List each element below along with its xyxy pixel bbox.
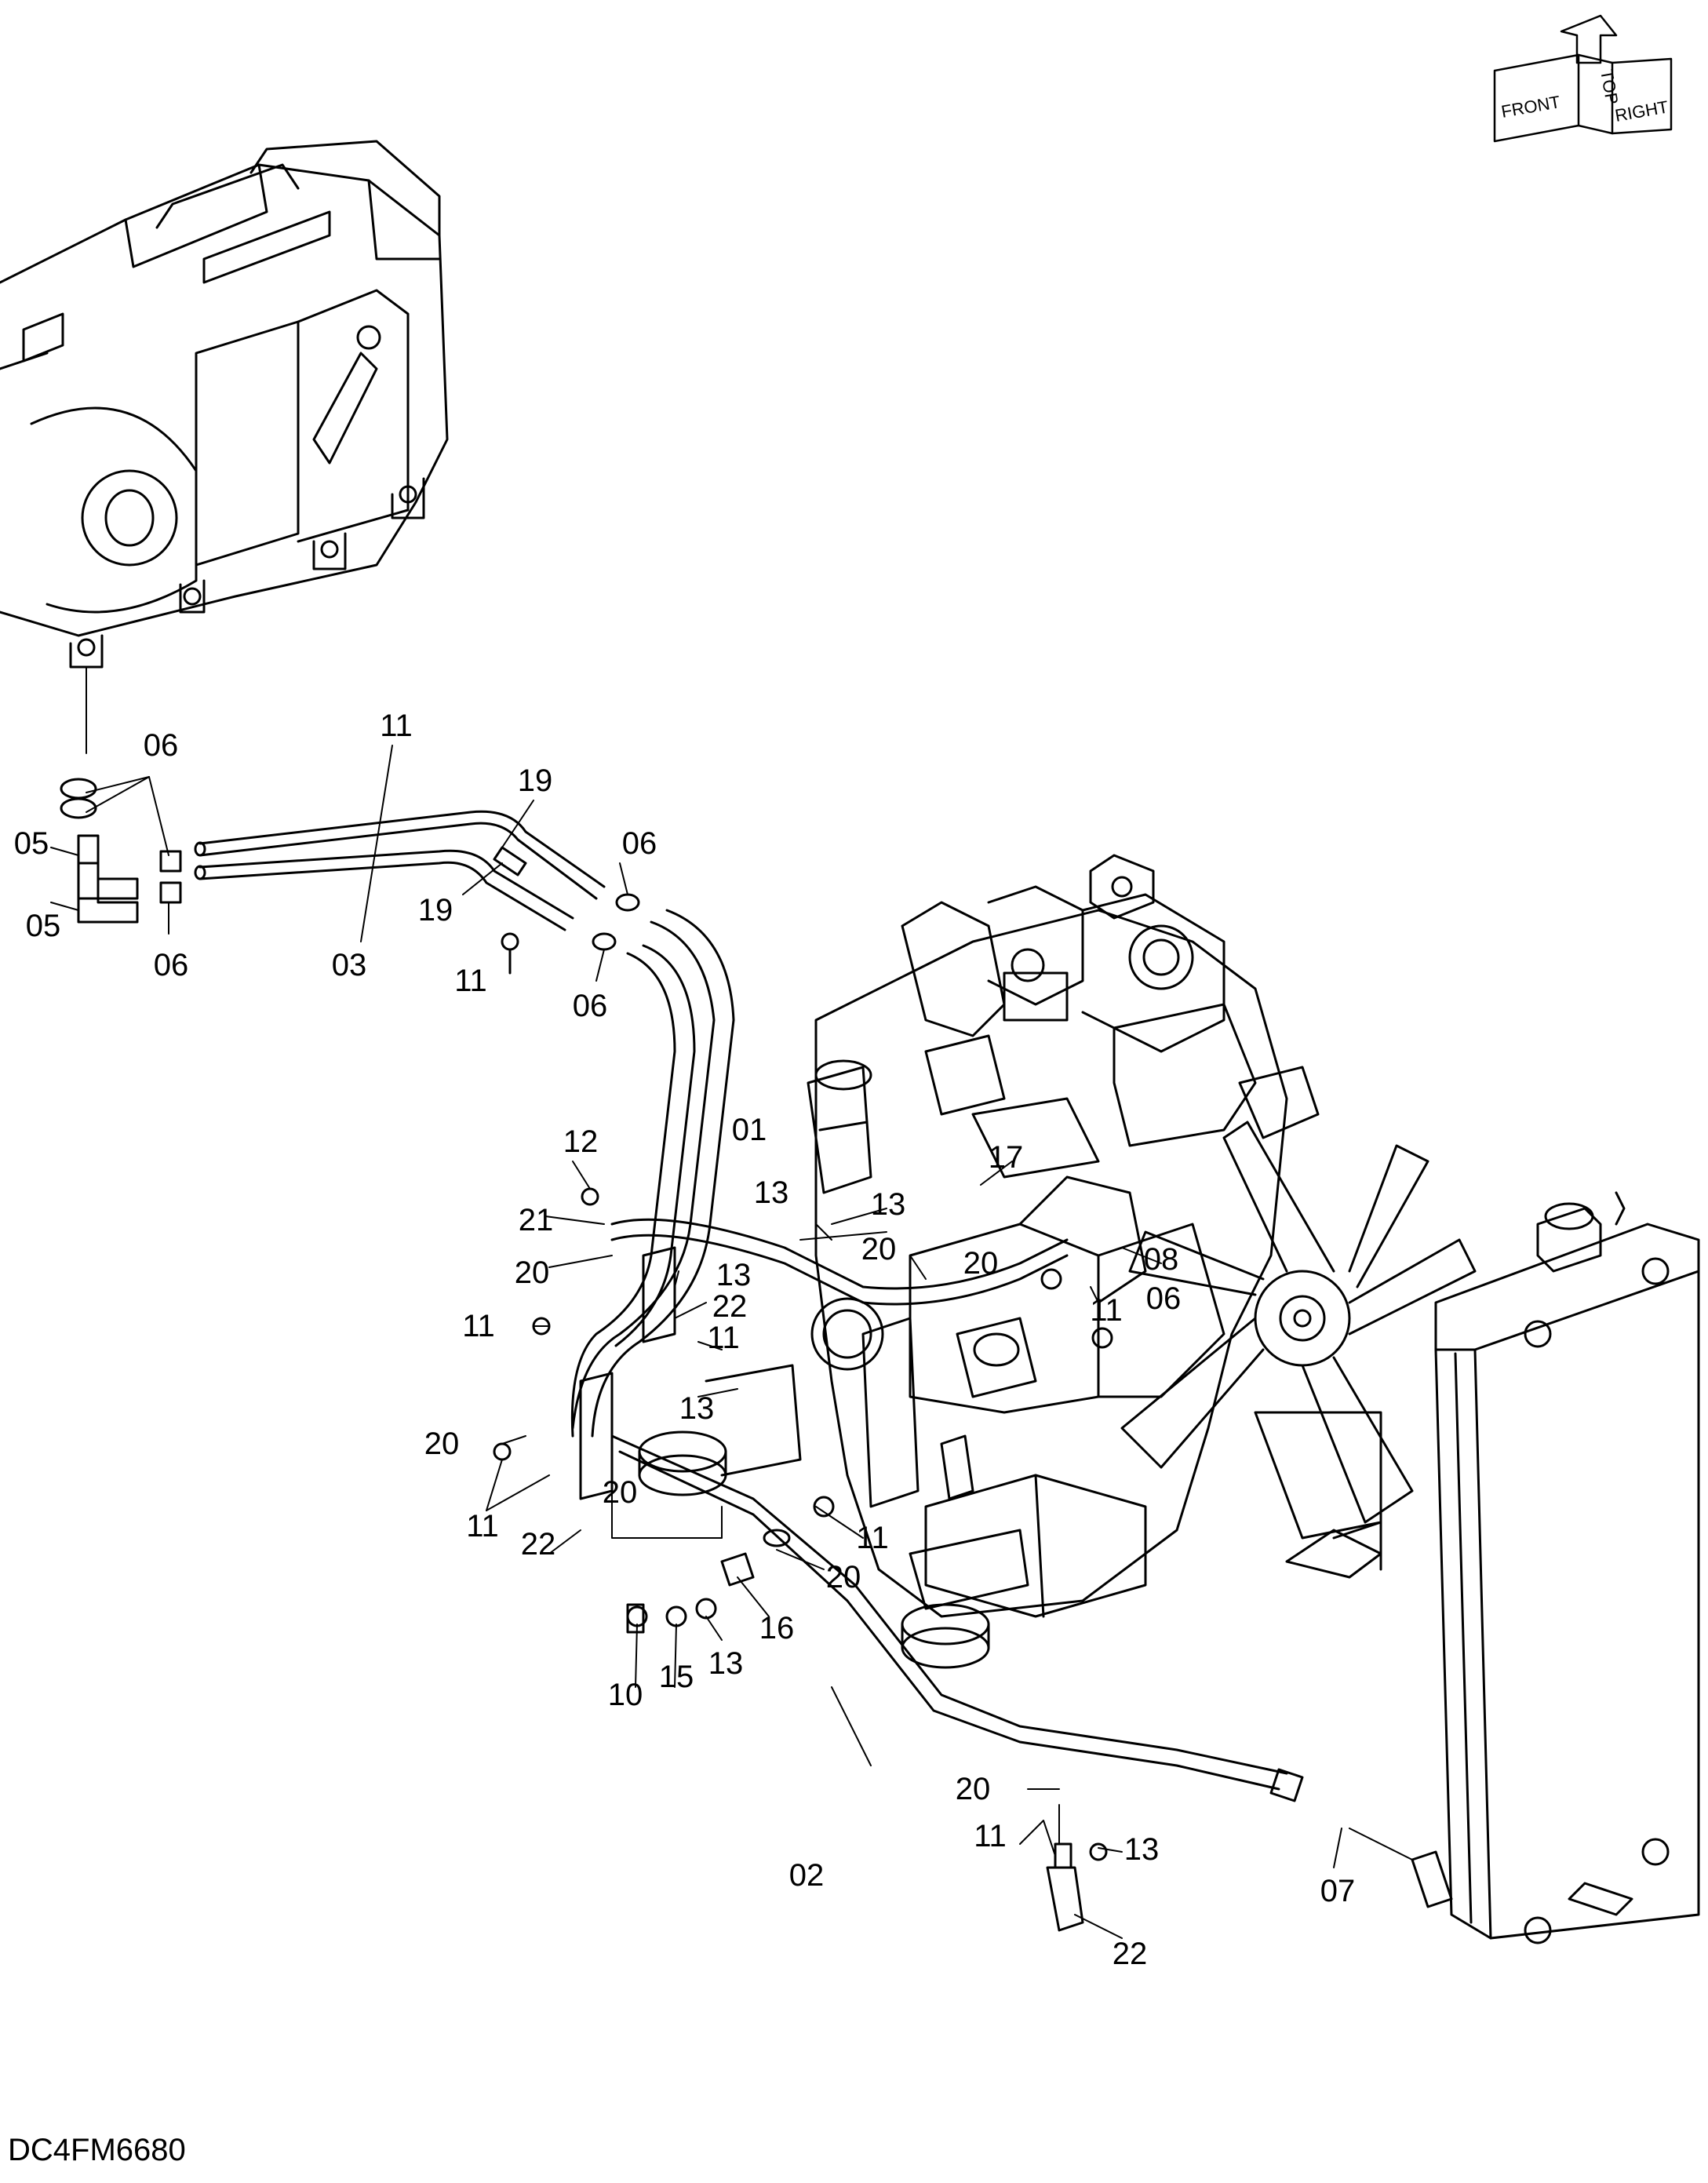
callout-19: 19 [417, 893, 453, 928]
callout-13: 13 [716, 1258, 752, 1292]
callout-22: 22 [712, 1289, 748, 1324]
callout-20: 20 [602, 1475, 638, 1510]
hose-pipes-03-04 [194, 810, 606, 931]
callout-03: 03 [331, 948, 367, 982]
callout-06: 06 [572, 989, 608, 1023]
callout-11: 11 [974, 1819, 1007, 1853]
callout-17: 17 [988, 1140, 1024, 1175]
callout-11: 11 [1090, 1293, 1123, 1328]
callout-22: 22 [1112, 1937, 1148, 1971]
callout-13: 13 [708, 1646, 744, 1681]
callout-20: 20 [514, 1255, 550, 1290]
engine [807, 854, 1382, 1618]
callout-04: 11 [380, 709, 413, 743]
leader-lines [50, 745, 1342, 1939]
compass-top-label: TOP [1597, 68, 1622, 106]
callout-20: 20 [963, 1246, 999, 1281]
orientation-compass-icon [1493, 14, 1673, 143]
callout-21: 21 [518, 1203, 554, 1237]
callout-11: 11 [462, 1309, 495, 1343]
callout-20: 20 [861, 1232, 897, 1266]
callout-20: 20 [825, 1560, 861, 1594]
callout-15: 15 [658, 1660, 694, 1694]
callout-10: 10 [607, 1678, 643, 1712]
cooling-fan [1120, 1121, 1477, 1579]
callout-20: 20 [955, 1772, 991, 1806]
elbows-and-clamps [60, 778, 182, 924]
callout-06: 06 [143, 728, 179, 763]
orientation-compass-text: FRONT TOP RIGHT [1500, 68, 1670, 126]
callout-22: 22 [520, 1527, 556, 1562]
callout-11: 11 [466, 1509, 499, 1543]
callout-08: 08 [1143, 1242, 1179, 1277]
callout-06: 06 [1145, 1281, 1182, 1316]
callout-13: 13 [870, 1187, 906, 1222]
callout-06: 06 [621, 826, 657, 861]
callout-13: 13 [753, 1175, 789, 1210]
callout-01: 01 [731, 1113, 767, 1147]
callout-06: 06 [153, 948, 189, 982]
callout-13: 13 [679, 1391, 715, 1426]
callout-11: 11 [856, 1521, 889, 1555]
callout-11: 11 [707, 1321, 740, 1355]
engine-mounts [638, 1364, 1029, 1669]
callout-16: 16 [759, 1611, 795, 1645]
callout-11: 11 [454, 964, 487, 998]
callout-02: 02 [788, 1858, 825, 1893]
callout-05: 05 [25, 909, 61, 943]
callout-19: 19 [517, 764, 553, 798]
callout-07: 07 [1320, 1874, 1356, 1908]
callout-05: 05 [13, 826, 49, 861]
heater-unit [0, 140, 449, 754]
drawing-code: DC4FM6680 [8, 2133, 186, 2167]
radiator [1349, 1191, 1700, 1944]
callout-20: 20 [424, 1427, 460, 1461]
callout-13: 13 [1123, 1832, 1160, 1867]
compass-front-label: FRONT [1500, 92, 1562, 122]
callout-12: 12 [563, 1124, 599, 1159]
